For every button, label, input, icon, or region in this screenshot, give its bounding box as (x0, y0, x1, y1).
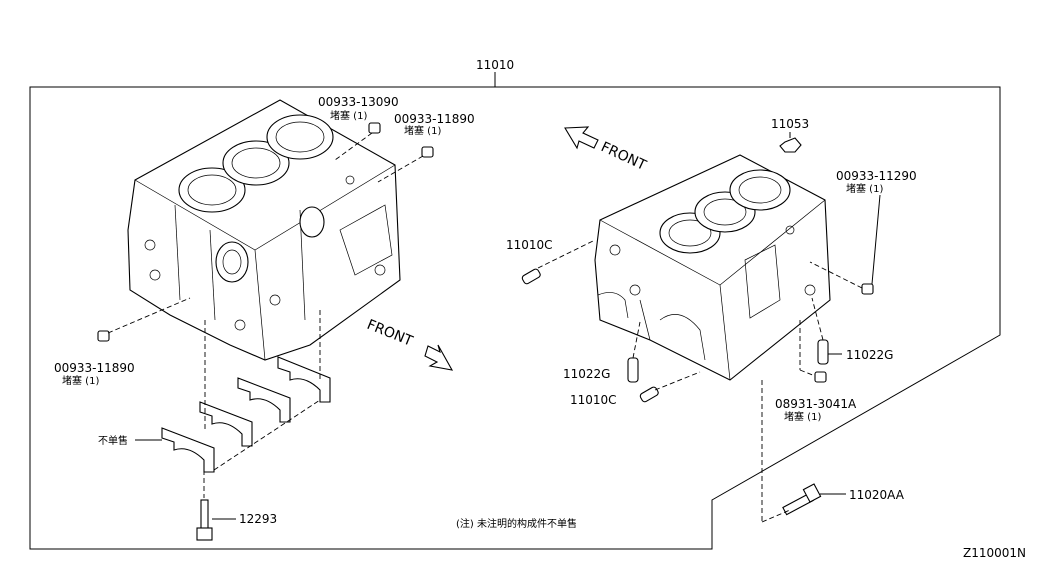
dowel-11022G-left (627, 321, 641, 383)
svg-text:堵塞 (1): 堵塞 (1) (404, 124, 441, 137)
assembly-frame (29, 86, 1001, 550)
callout-11053: 11053 (771, 117, 809, 131)
plug-08931-3041A (799, 320, 827, 383)
callout-00933-11890-left: 00933-11890 堵塞 (1) (54, 361, 135, 387)
callout-11010C-bottom: 11010C (570, 393, 617, 407)
svg-text:堵塞 (1): 堵塞 (1) (330, 109, 367, 122)
svg-text:00933-11890: 00933-11890 (394, 112, 475, 126)
plug-00933-13090 (334, 122, 381, 161)
callout-11022G-right: 11022G (846, 348, 893, 362)
svg-text:00933-11290: 00933-11290 (836, 169, 917, 183)
callout-00933-13090: 00933-13090 堵塞 (1) (318, 95, 399, 122)
footnote: (注) 未注明的构成件不单售 (456, 517, 577, 530)
bolt-11020AA (761, 380, 846, 523)
dowel-11022G-right (811, 297, 842, 365)
svg-text:堵塞 (1): 堵塞 (1) (784, 410, 821, 423)
svg-text:11010C: 11010C (506, 238, 553, 252)
front-arrow-left: FRONT (365, 317, 454, 371)
svg-text:08931-3041A: 08931-3041A (775, 397, 857, 411)
dowel-11010C-bottom (639, 371, 701, 403)
svg-text:11053: 11053 (771, 117, 809, 131)
left-cylinder-block (127, 99, 401, 361)
callout-00933-11290: 00933-11290 堵塞 (1) (836, 169, 917, 195)
callout-11010C-top: 11010C (506, 238, 553, 252)
bearing-caps (161, 310, 331, 498)
svg-text:12293: 12293 (239, 512, 277, 526)
svg-text:FRONT: FRONT (598, 139, 649, 174)
callout-12293: 12293 (239, 512, 277, 526)
callout-11020AA: 11020AA (849, 488, 905, 502)
callout-00933-11890-top: 00933-11890 堵塞 (1) (394, 112, 475, 137)
right-cylinder-block (594, 154, 831, 381)
svg-text:11022G: 11022G (563, 367, 610, 381)
diagram-id: Z110001N (963, 546, 1026, 560)
svg-text:11022G: 11022G (846, 348, 893, 362)
plug-00933-11890-left (97, 297, 191, 342)
bolt-12293 (196, 499, 236, 541)
svg-text:00933-13090: 00933-13090 (318, 95, 399, 109)
svg-text:FRONT: FRONT (365, 317, 416, 350)
callout-11022G-left: 11022G (563, 367, 610, 381)
svg-text:00933-11890: 00933-11890 (54, 361, 135, 375)
plug-00933-11890-top (377, 146, 434, 183)
plug-00933-11290 (809, 194, 881, 295)
not-sold-label: 不单售 (98, 434, 128, 447)
dowel-11010C-top (521, 239, 596, 285)
svg-text:11020AA: 11020AA (849, 488, 905, 502)
callout-08931-3041A: 08931-3041A 堵塞 (1) (775, 397, 857, 423)
svg-text:11010C: 11010C (570, 393, 617, 407)
svg-text:堵塞 (1): 堵塞 (1) (846, 182, 883, 195)
svg-text:堵塞 (1): 堵塞 (1) (62, 374, 99, 387)
front-arrow-right: FRONT (564, 126, 649, 174)
assembly-number: 11010 (476, 58, 514, 72)
part-11053 (779, 132, 802, 153)
